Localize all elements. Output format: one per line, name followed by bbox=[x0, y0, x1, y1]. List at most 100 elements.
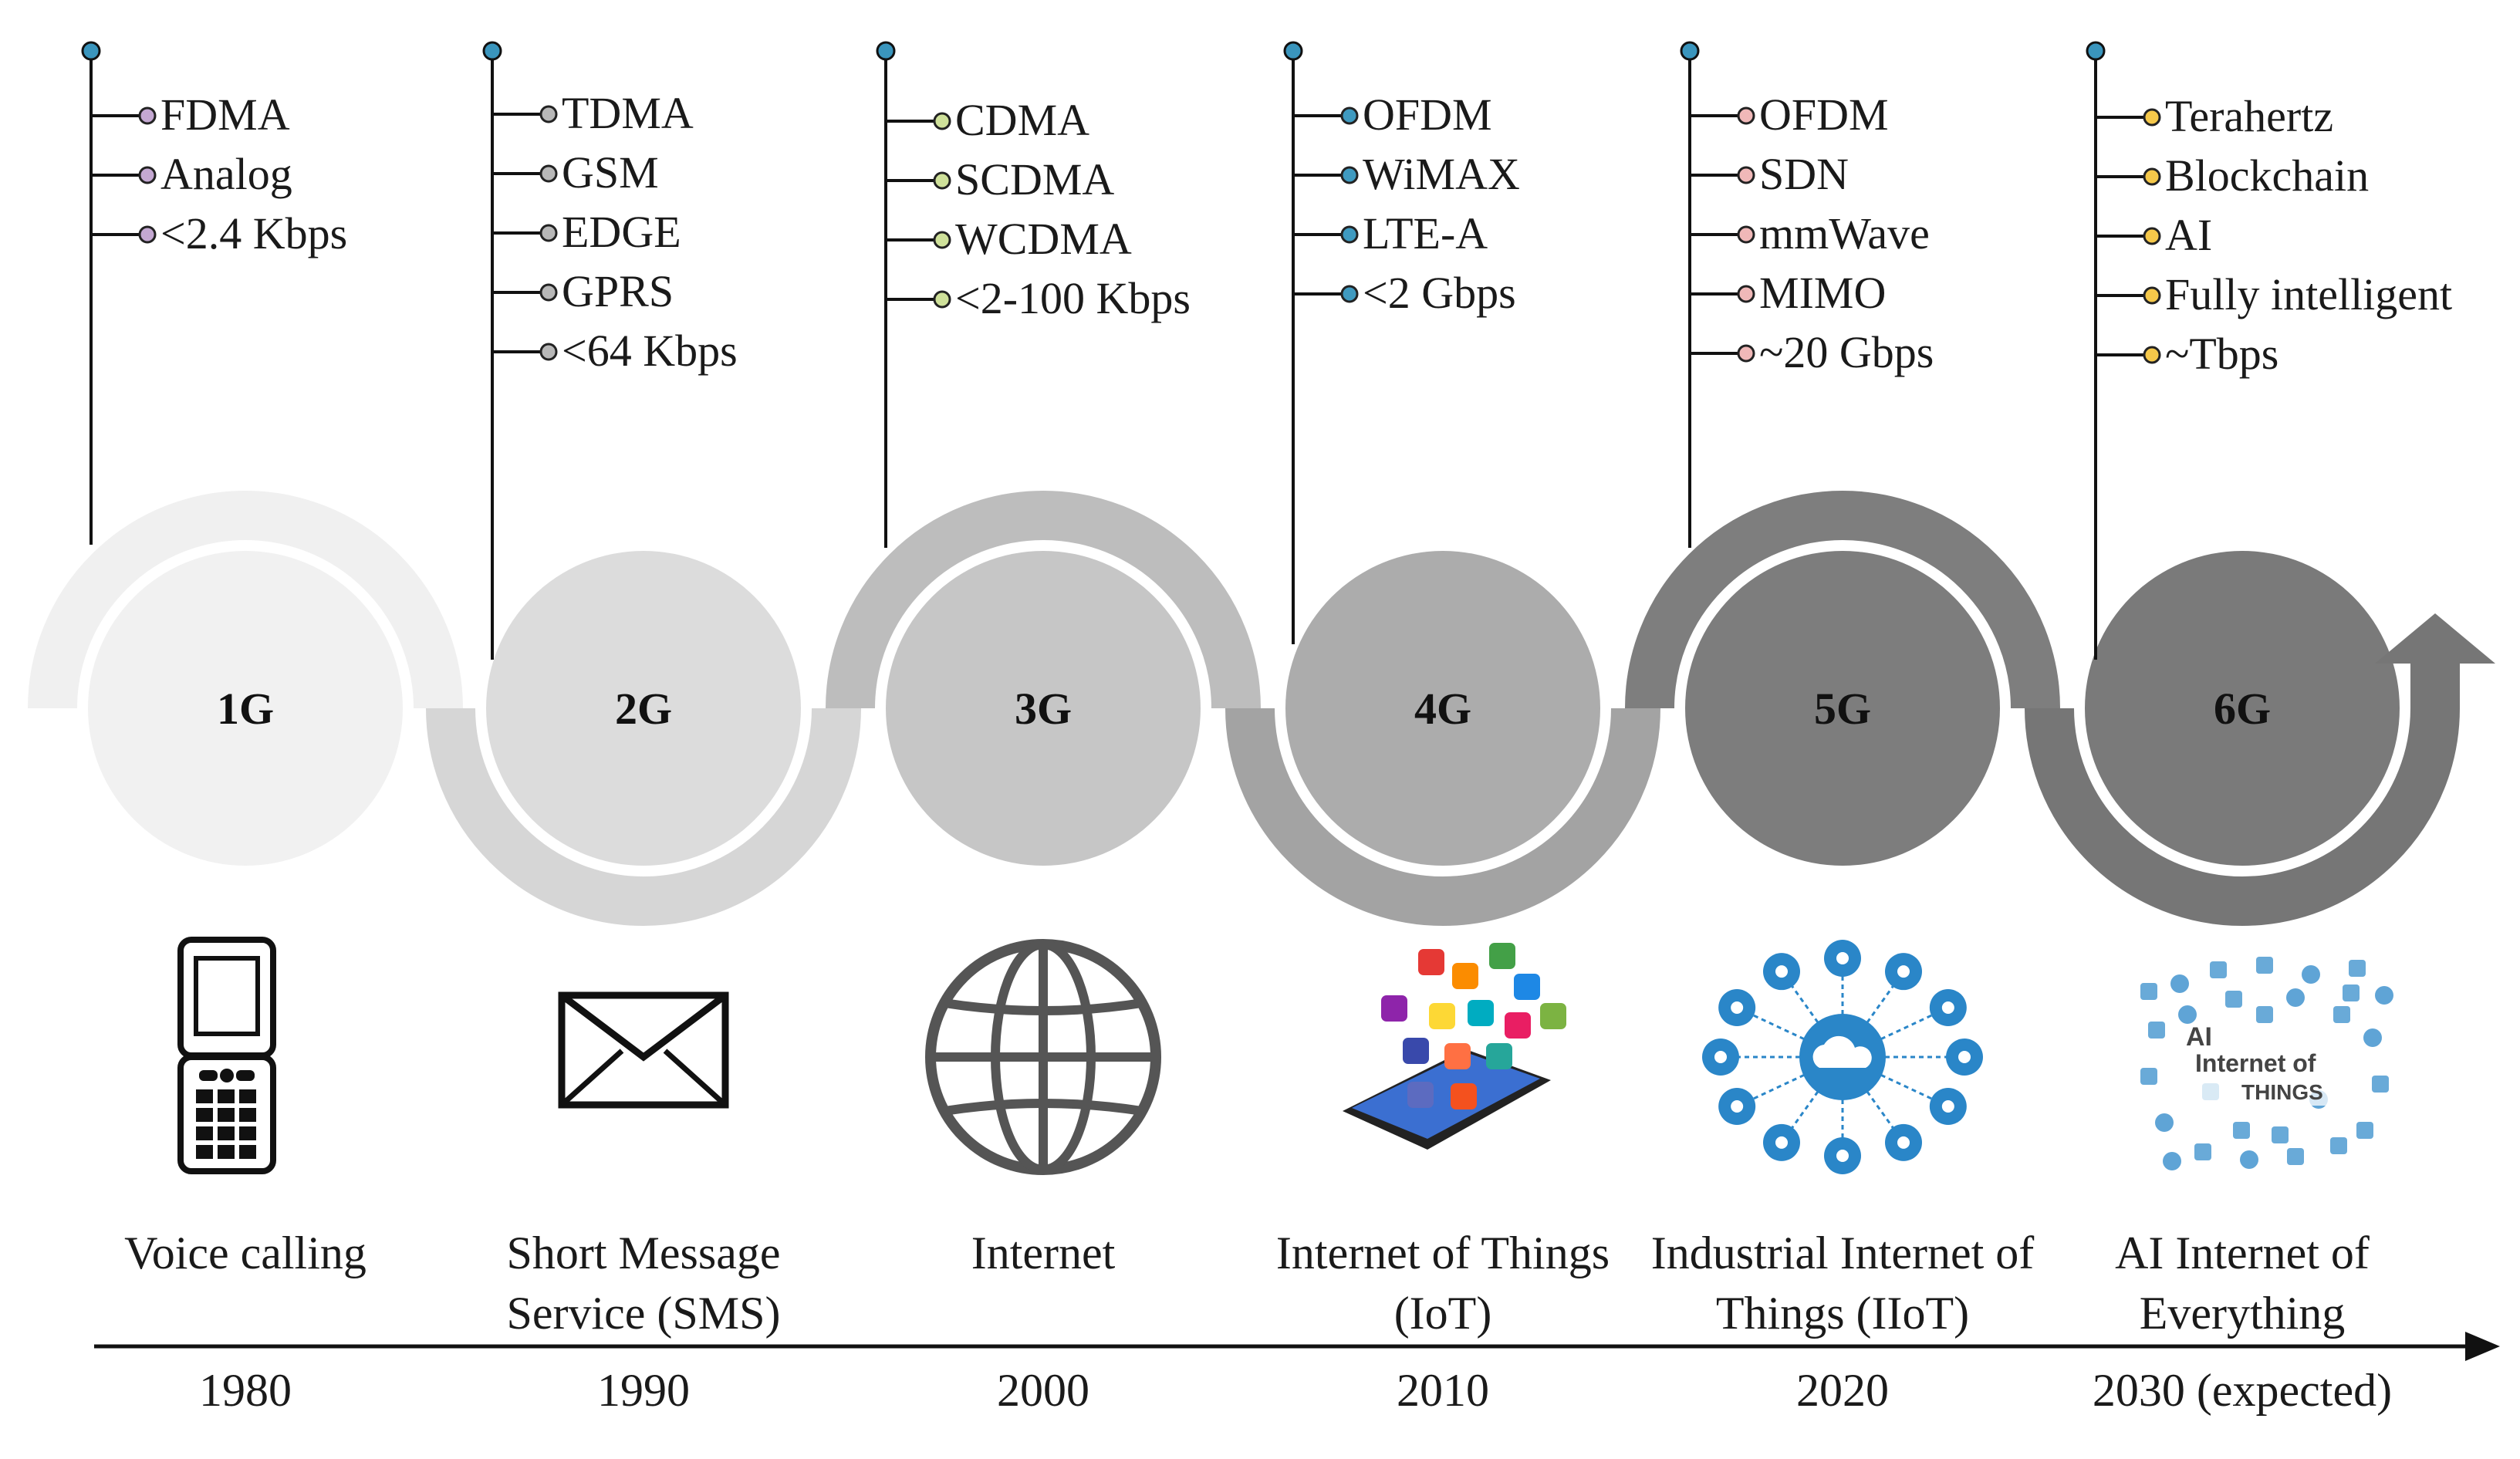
application-line: Things (IIoT) bbox=[1715, 1288, 1970, 1339]
feature-item: GPRS bbox=[562, 266, 674, 316]
generation-circle-2g bbox=[486, 551, 801, 866]
generation-label: 1G bbox=[217, 684, 274, 734]
application-line: Service (SMS) bbox=[506, 1288, 781, 1339]
application-label: Voice calling bbox=[29, 1223, 461, 1283]
generation-label: 6G bbox=[2214, 684, 2271, 734]
generation-circle-3g bbox=[886, 551, 1201, 866]
feature-dot bbox=[2143, 346, 2161, 364]
feature-item: Blockchain bbox=[2165, 150, 2370, 201]
feature-dot bbox=[2143, 286, 2161, 305]
feature-dot bbox=[1737, 225, 1755, 244]
globe-icon bbox=[925, 939, 1161, 1175]
stem-top-dot bbox=[482, 41, 502, 61]
feature-dot bbox=[1737, 285, 1755, 303]
application-line: (IoT) bbox=[1393, 1288, 1492, 1339]
feature-item: Fully intelligent bbox=[2165, 269, 2453, 319]
year-label: 2010 bbox=[1397, 1365, 1489, 1416]
feature-dot bbox=[933, 231, 951, 249]
feature-item: <2.4 Kbps bbox=[160, 208, 348, 258]
feature-item: LTE-A bbox=[1363, 208, 1488, 258]
feature-item: WCDMA bbox=[955, 214, 1132, 264]
generation-circle-4g bbox=[1285, 551, 1600, 866]
stem-top-dot bbox=[1283, 41, 1303, 61]
stem-top-dot bbox=[876, 41, 896, 61]
feature-item: ~Tbps bbox=[2165, 329, 2279, 379]
year-label: 2030 (expected) bbox=[2092, 1365, 2393, 1416]
feature-dot bbox=[1737, 166, 1755, 184]
generation-label: 4G bbox=[1414, 684, 1471, 734]
feature-item: MIMO bbox=[1759, 268, 1887, 318]
feature-dot bbox=[933, 112, 951, 130]
feature-dot bbox=[1737, 344, 1755, 363]
application-label: Internet bbox=[827, 1223, 1259, 1283]
wave-arrow-head bbox=[2375, 613, 2495, 664]
feature-item: <2 Gbps bbox=[1363, 268, 1516, 318]
feature-dot bbox=[1340, 225, 1359, 244]
year-label: 1980 bbox=[199, 1365, 292, 1416]
feature-item: GSM bbox=[562, 147, 659, 198]
feature-item: SDN bbox=[1759, 149, 1849, 199]
feature-dot bbox=[1340, 166, 1359, 184]
icon-text-ai: AI bbox=[2186, 1022, 2212, 1052]
year-label: 2000 bbox=[997, 1365, 1089, 1416]
feature-dot bbox=[539, 224, 558, 242]
feature-stems bbox=[81, 41, 2161, 660]
feature-dot bbox=[2143, 108, 2161, 127]
feature-item: FDMA bbox=[160, 89, 290, 140]
generation-label: 5G bbox=[1814, 684, 1871, 734]
application-line: Everything bbox=[2139, 1288, 2346, 1339]
generation-circle-5g bbox=[1685, 551, 2000, 866]
wave-band-6g bbox=[2025, 708, 2460, 926]
feature-item: SCDMA bbox=[955, 154, 1115, 204]
wave-arrowhead bbox=[2375, 613, 2495, 664]
flip-phone-icon bbox=[177, 937, 276, 1174]
envelope-icon bbox=[558, 991, 729, 1109]
smartphone-apps-icon bbox=[1343, 943, 1566, 1150]
icon-text-internet-of: Internet of bbox=[2195, 1049, 2316, 1077]
feature-item: WiMAX bbox=[1363, 149, 1520, 199]
feature-dot bbox=[1340, 106, 1359, 125]
feature-item: Terahertz bbox=[2165, 91, 2334, 141]
stem-top-dot bbox=[1680, 41, 1700, 61]
feature-dot bbox=[2143, 167, 2161, 186]
application-label: Internet of Things (IoT) bbox=[1227, 1223, 1659, 1343]
wave-band-4g bbox=[1225, 708, 1660, 926]
stem-top-dot bbox=[2086, 41, 2106, 61]
application-line: Internet of Things bbox=[1275, 1228, 1610, 1278]
feature-dot bbox=[933, 290, 951, 309]
generation-circle-1g bbox=[88, 551, 403, 866]
feature-item: <2-100 Kbps bbox=[955, 273, 1191, 323]
feature-dot bbox=[138, 225, 157, 244]
wave-band-3g bbox=[826, 491, 1261, 709]
feature-dot bbox=[138, 166, 157, 184]
application-line: Short Message bbox=[506, 1228, 781, 1278]
feature-dot bbox=[539, 283, 558, 302]
application-label: AI Internet of Everything bbox=[2026, 1223, 2458, 1343]
cloud-network-icon bbox=[1702, 940, 1983, 1174]
feature-item: <64 Kbps bbox=[562, 326, 738, 376]
feature-dot bbox=[539, 164, 558, 183]
year-label: 2020 bbox=[1796, 1365, 1889, 1416]
year-label: 1990 bbox=[597, 1365, 690, 1416]
feature-dot bbox=[539, 343, 558, 361]
feature-dot bbox=[1737, 106, 1755, 125]
application-line: Internet bbox=[971, 1228, 1116, 1278]
feature-item: CDMA bbox=[955, 95, 1090, 145]
feature-item: Analog bbox=[160, 149, 292, 199]
feature-dot bbox=[2143, 227, 2161, 245]
feature-item: ~20 Gbps bbox=[1759, 327, 1934, 377]
feature-dot bbox=[933, 171, 951, 190]
feature-item: AI bbox=[2165, 210, 2213, 260]
feature-item: OFDM bbox=[1363, 89, 1492, 140]
feature-item: OFDM bbox=[1759, 89, 1889, 140]
feature-item: TDMA bbox=[562, 88, 694, 138]
application-line: Voice calling bbox=[124, 1228, 367, 1278]
application-line: AI Internet of bbox=[2115, 1228, 2370, 1278]
